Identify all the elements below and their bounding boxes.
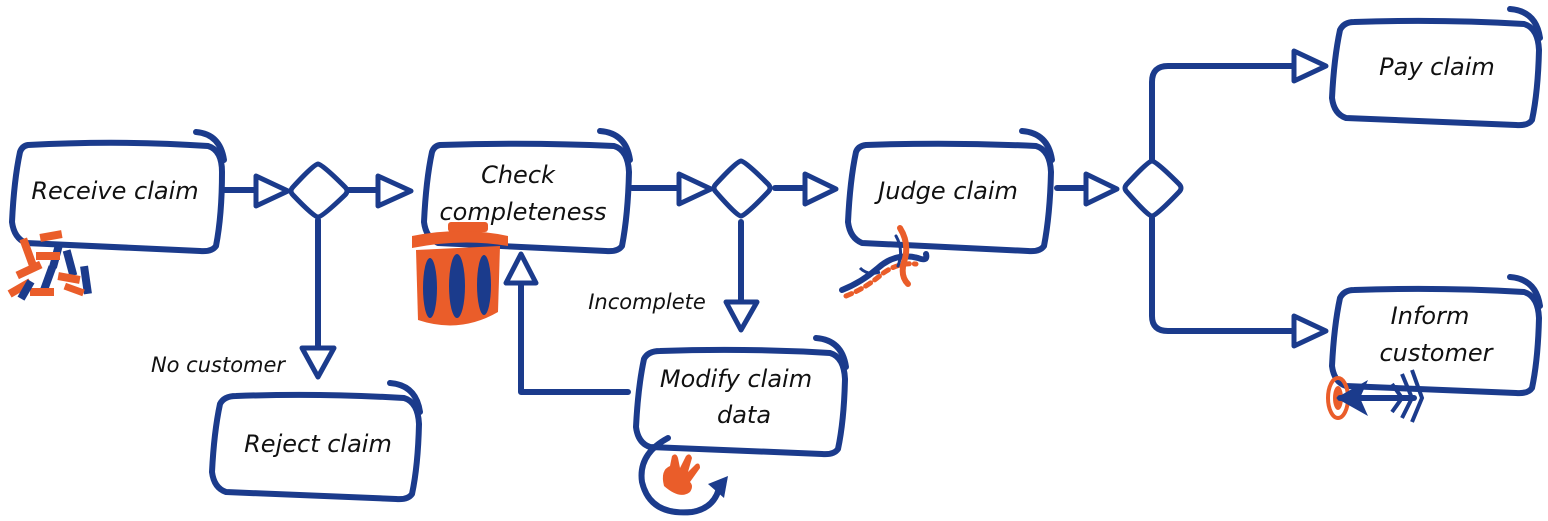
task-label: Judge claim [874, 177, 1018, 205]
edge-label-incomplete: Incomplete [588, 290, 706, 314]
flow-connectors [219, 63, 1299, 395]
gateway-judgement[interactable] [1122, 158, 1184, 219]
flow-modify-back-to-check [518, 280, 631, 395]
task-inform-customer[interactable]: Inform customer [1329, 274, 1543, 397]
task-label-line1: Inform [1391, 302, 1470, 330]
arrowhead-to-judge [802, 171, 839, 207]
arrowhead-to-gate2 [676, 171, 714, 207]
task-label: Pay claim [1379, 53, 1495, 81]
task-label-line2: customer [1379, 339, 1494, 367]
gateway-customer-check[interactable] [288, 161, 350, 220]
trash-can-icon [412, 222, 508, 326]
gateway-completeness-check[interactable] [711, 158, 773, 219]
task-modify-claim-data[interactable]: Modify claim data [633, 335, 849, 458]
flow-arrowheads [253, 48, 1329, 380]
task-label: Reject claim [244, 430, 392, 458]
arrowhead-to-gate3 [1083, 171, 1120, 207]
arrowhead-to-reject [299, 345, 337, 380]
arrowhead-to-inform [1291, 313, 1329, 349]
task-reject-claim[interactable]: Reject claim [209, 380, 423, 503]
arrow-target-icon [1326, 369, 1425, 423]
arrowhead-to-gate1 [253, 173, 291, 209]
blocks-icon [7, 230, 92, 301]
arrowhead-to-check [375, 173, 414, 209]
task-label-line1: Check [481, 161, 556, 189]
task-label-line2: completeness [439, 198, 606, 226]
arrowhead-to-pay [1291, 48, 1329, 84]
flow-gate3-to-pay [1149, 63, 1299, 163]
task-label-line2: data [717, 401, 771, 429]
arrowhead-to-modify [723, 299, 760, 333]
task-pay-claim[interactable]: Pay claim [1329, 6, 1543, 129]
edge-label-no-customer: No customer [151, 353, 286, 377]
task-label-line1: Modify claim [660, 365, 812, 393]
task-receive-claim[interactable]: Receive claim [9, 129, 227, 255]
task-label: Receive claim [31, 177, 198, 205]
gateways [288, 158, 1184, 220]
arrowhead-back-to-check [503, 251, 539, 286]
hand-loop-icon [638, 435, 728, 516]
knot-rope-icon [839, 225, 930, 299]
flow-gate3-to-inform [1149, 215, 1299, 334]
task-judge-claim[interactable]: Judge claim [845, 128, 1055, 255]
